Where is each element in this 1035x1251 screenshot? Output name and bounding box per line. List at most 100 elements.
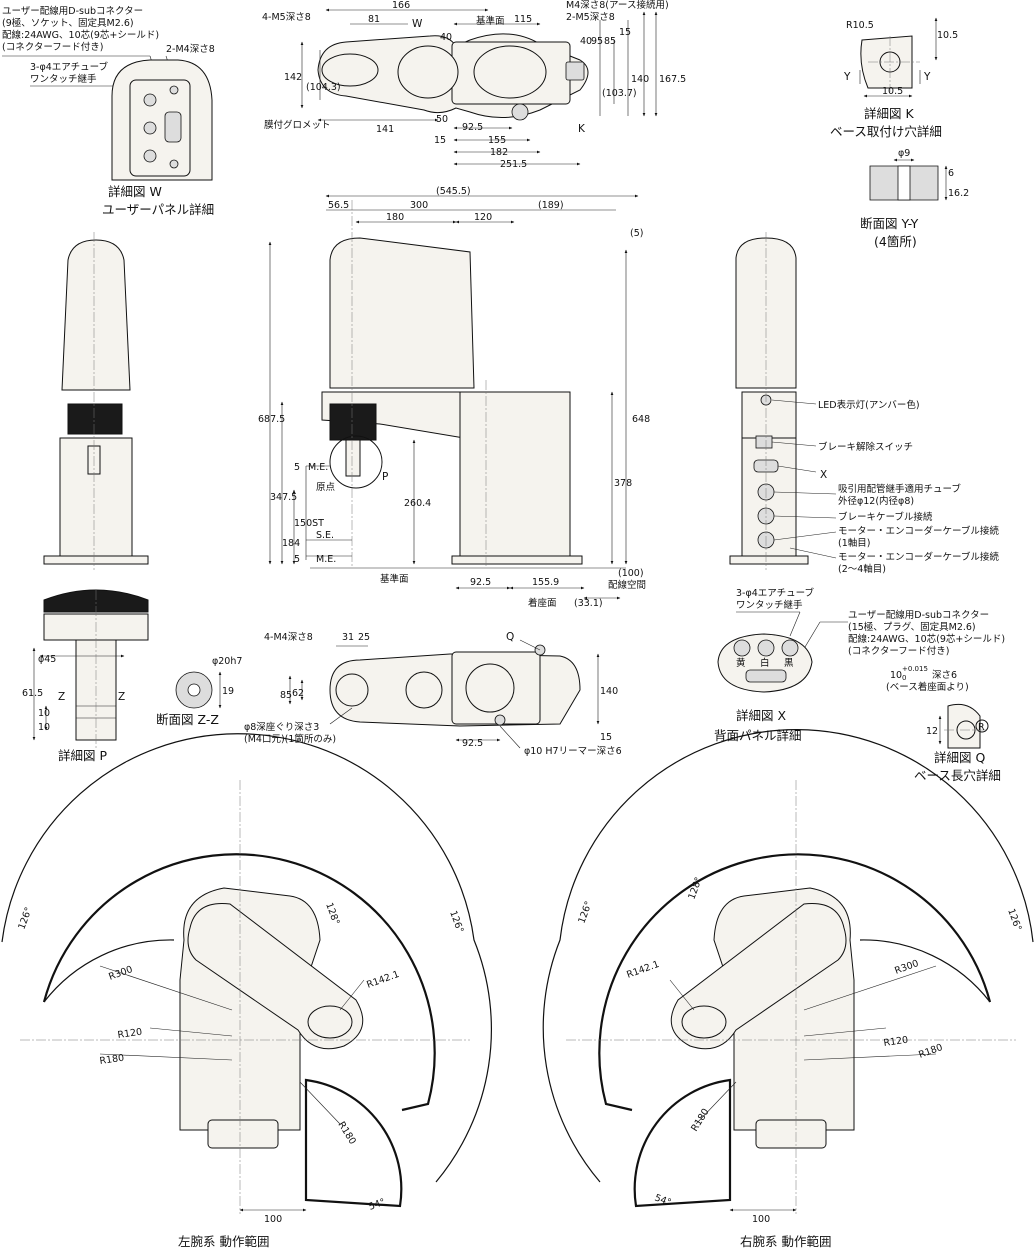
base-dim-85: 85: [280, 690, 292, 701]
top-tap-m5: 4-M5深さ8: [262, 12, 311, 23]
p-dim-61: 61.5: [22, 688, 43, 699]
left-dim-100: 100: [264, 1214, 282, 1225]
front-dim-120: 120: [474, 212, 492, 223]
left-angle-126-b: 126°: [447, 909, 465, 934]
left-angle-128: 128°: [323, 901, 341, 926]
side-base-plate: [43, 555, 149, 565]
p-z-mark-left: Z: [58, 691, 65, 703]
left-arm-tip: [307, 1005, 353, 1039]
x-color-white: 白: [760, 657, 770, 669]
front-dim-5c: 5: [294, 554, 300, 565]
front-dim-100: (100): [618, 568, 644, 579]
top-dim-95: 95: [591, 36, 603, 47]
x-coupler-black: [781, 639, 799, 657]
top-dim-85: 85: [604, 36, 616, 47]
top-dim-15: 15: [619, 27, 631, 38]
right-extent-arc: [542, 729, 1034, 1183]
left-r142: R142.1: [365, 969, 401, 991]
p-dim-10b: 10: [38, 722, 50, 733]
rear-motor2-label-2: (2〜4軸目): [838, 563, 886, 575]
front-dim-56: 56.5: [328, 200, 349, 211]
w-connector-note-4: (コネクターフード付き): [2, 42, 103, 53]
front-seat-face: 着座面: [528, 597, 557, 609]
right-arm-tip: [681, 1005, 727, 1039]
yy-caption-1: 断面図 Y-Y: [860, 216, 919, 231]
top-dim-140: 140: [631, 74, 649, 85]
zz-dim-19: 19: [222, 686, 234, 697]
x-dsub-connector: [745, 669, 787, 683]
top-connector: [565, 61, 585, 81]
q-r-mark: R: [978, 722, 985, 733]
front-view: (545.5) 56.5 300 180 120 (189) (5) 687.5…: [258, 186, 650, 609]
top-joint-housing: [473, 45, 547, 99]
yy-hole: [897, 165, 911, 201]
top-shaft-slot: [321, 53, 379, 87]
front-dim-180: 180: [386, 212, 404, 223]
left-extent-arc: [1, 733, 492, 1183]
x-connector-1: ユーザー配線用D-subコネクター: [848, 609, 989, 621]
q-caption-1: 詳細図 Q: [934, 750, 985, 765]
q-dim-10: 10: [890, 670, 902, 681]
x-color-black: 黒: [784, 658, 794, 669]
rear-motor2-label-1: モーター・エンコーダーケーブル接続: [838, 551, 999, 563]
base-dim-140: 140: [600, 686, 618, 697]
front-dim-92: 92.5: [470, 577, 491, 588]
front-bellows: [329, 403, 377, 441]
base-dim-25: 25: [358, 632, 370, 643]
rear-brake-switch: [755, 435, 773, 449]
front-dim-545: (545.5): [436, 186, 471, 197]
top-dim-182: 182: [490, 147, 508, 158]
right-angle-126-b: 126°: [1005, 907, 1023, 932]
p-dim-phi45: φ45: [38, 654, 56, 665]
rear-suction-label-1: 吸引用配管継手適用チューブ: [838, 483, 961, 495]
rear-brake-cable-label: ブレーキケーブル接続: [838, 511, 933, 523]
right-r180-a: R180: [917, 1042, 944, 1061]
front-me-bottom: M.E.: [316, 554, 336, 565]
front-dim-5: (5): [630, 228, 643, 239]
q-caption-2: ベース長穴詳細: [914, 768, 1001, 783]
base-view: 4-M4深さ8 31 25 Q 85 62 140 15 92.5 φ8深座ぐり…: [244, 631, 622, 757]
front-wiring-space: 配線空間: [608, 579, 646, 591]
left-inner-arc: [304, 1078, 403, 1208]
top-dim-40b: 40: [580, 36, 592, 47]
detail-x: 3-φ4エアチューブ ワンタッチ継手 ユーザー配線用D-subコネクター (15…: [714, 587, 1005, 743]
right-r300: R300: [893, 958, 920, 977]
left-r180-b: R180: [335, 1120, 357, 1147]
w-caption-1: 詳細図 W: [108, 184, 162, 199]
front-dim-5b: 5: [294, 462, 300, 473]
right-r180-b: R180: [689, 1107, 711, 1134]
q-tol-zero: 0: [902, 674, 906, 682]
rear-motor1-label-1: モーター・エンコーダーケーブル接続: [838, 525, 999, 537]
front-dim-155: 155.9: [532, 577, 559, 588]
yy-dim-16: 16.2: [948, 188, 969, 199]
top-dim-92: 92.5: [462, 122, 483, 133]
top-dim-115: 115: [514, 14, 532, 25]
front-dim-378: 378: [614, 478, 632, 489]
p-z-mark-right: Z: [118, 691, 125, 703]
front-p-mark: P: [382, 471, 388, 483]
top-grommet: 膜付グロメット: [264, 119, 331, 131]
front-me-top: M.E.: [308, 462, 328, 473]
w-panel-plate: [129, 79, 191, 177]
base-q-mark: Q: [506, 631, 514, 643]
k-caption-2: ベース取付け穴詳細: [830, 124, 942, 139]
right-caption: 右腕系 動作範囲: [740, 1234, 831, 1249]
rear-brake-switch-label: ブレーキ解除スイッチ: [818, 441, 913, 453]
x-coupler-white: [757, 639, 775, 657]
detail-w: ユーザー配線用D-subコネクター (9極、ソケット、固定具M2.6) 配線:2…: [2, 5, 215, 217]
x-air-tube-2: ワンタッチ継手: [736, 599, 803, 611]
base-dim-15: 15: [600, 732, 612, 743]
zz-dim-phi20: φ20h7: [212, 656, 242, 667]
base-joint: [405, 671, 443, 709]
x-connector-3: 配線:24AWG、10芯(9芯+シールド): [848, 633, 1005, 645]
k-dim-10-a: 10.5: [937, 30, 958, 41]
k-dim-r: R10.5: [846, 20, 874, 31]
top-dim-40: 40: [440, 32, 452, 43]
front-dim-347: 347.5: [270, 492, 297, 503]
front-dim-687: 687.5: [258, 414, 285, 425]
w-caption-2: ユーザーパネル詳細: [102, 202, 214, 217]
top-dim-167: 167.5: [659, 74, 686, 85]
yy-dim-6: 6: [948, 168, 954, 179]
rear-view: LED表示灯(アンバー色) ブレーキ解除スイッチ X 吸引用配管継手適用チューブ…: [729, 232, 999, 575]
